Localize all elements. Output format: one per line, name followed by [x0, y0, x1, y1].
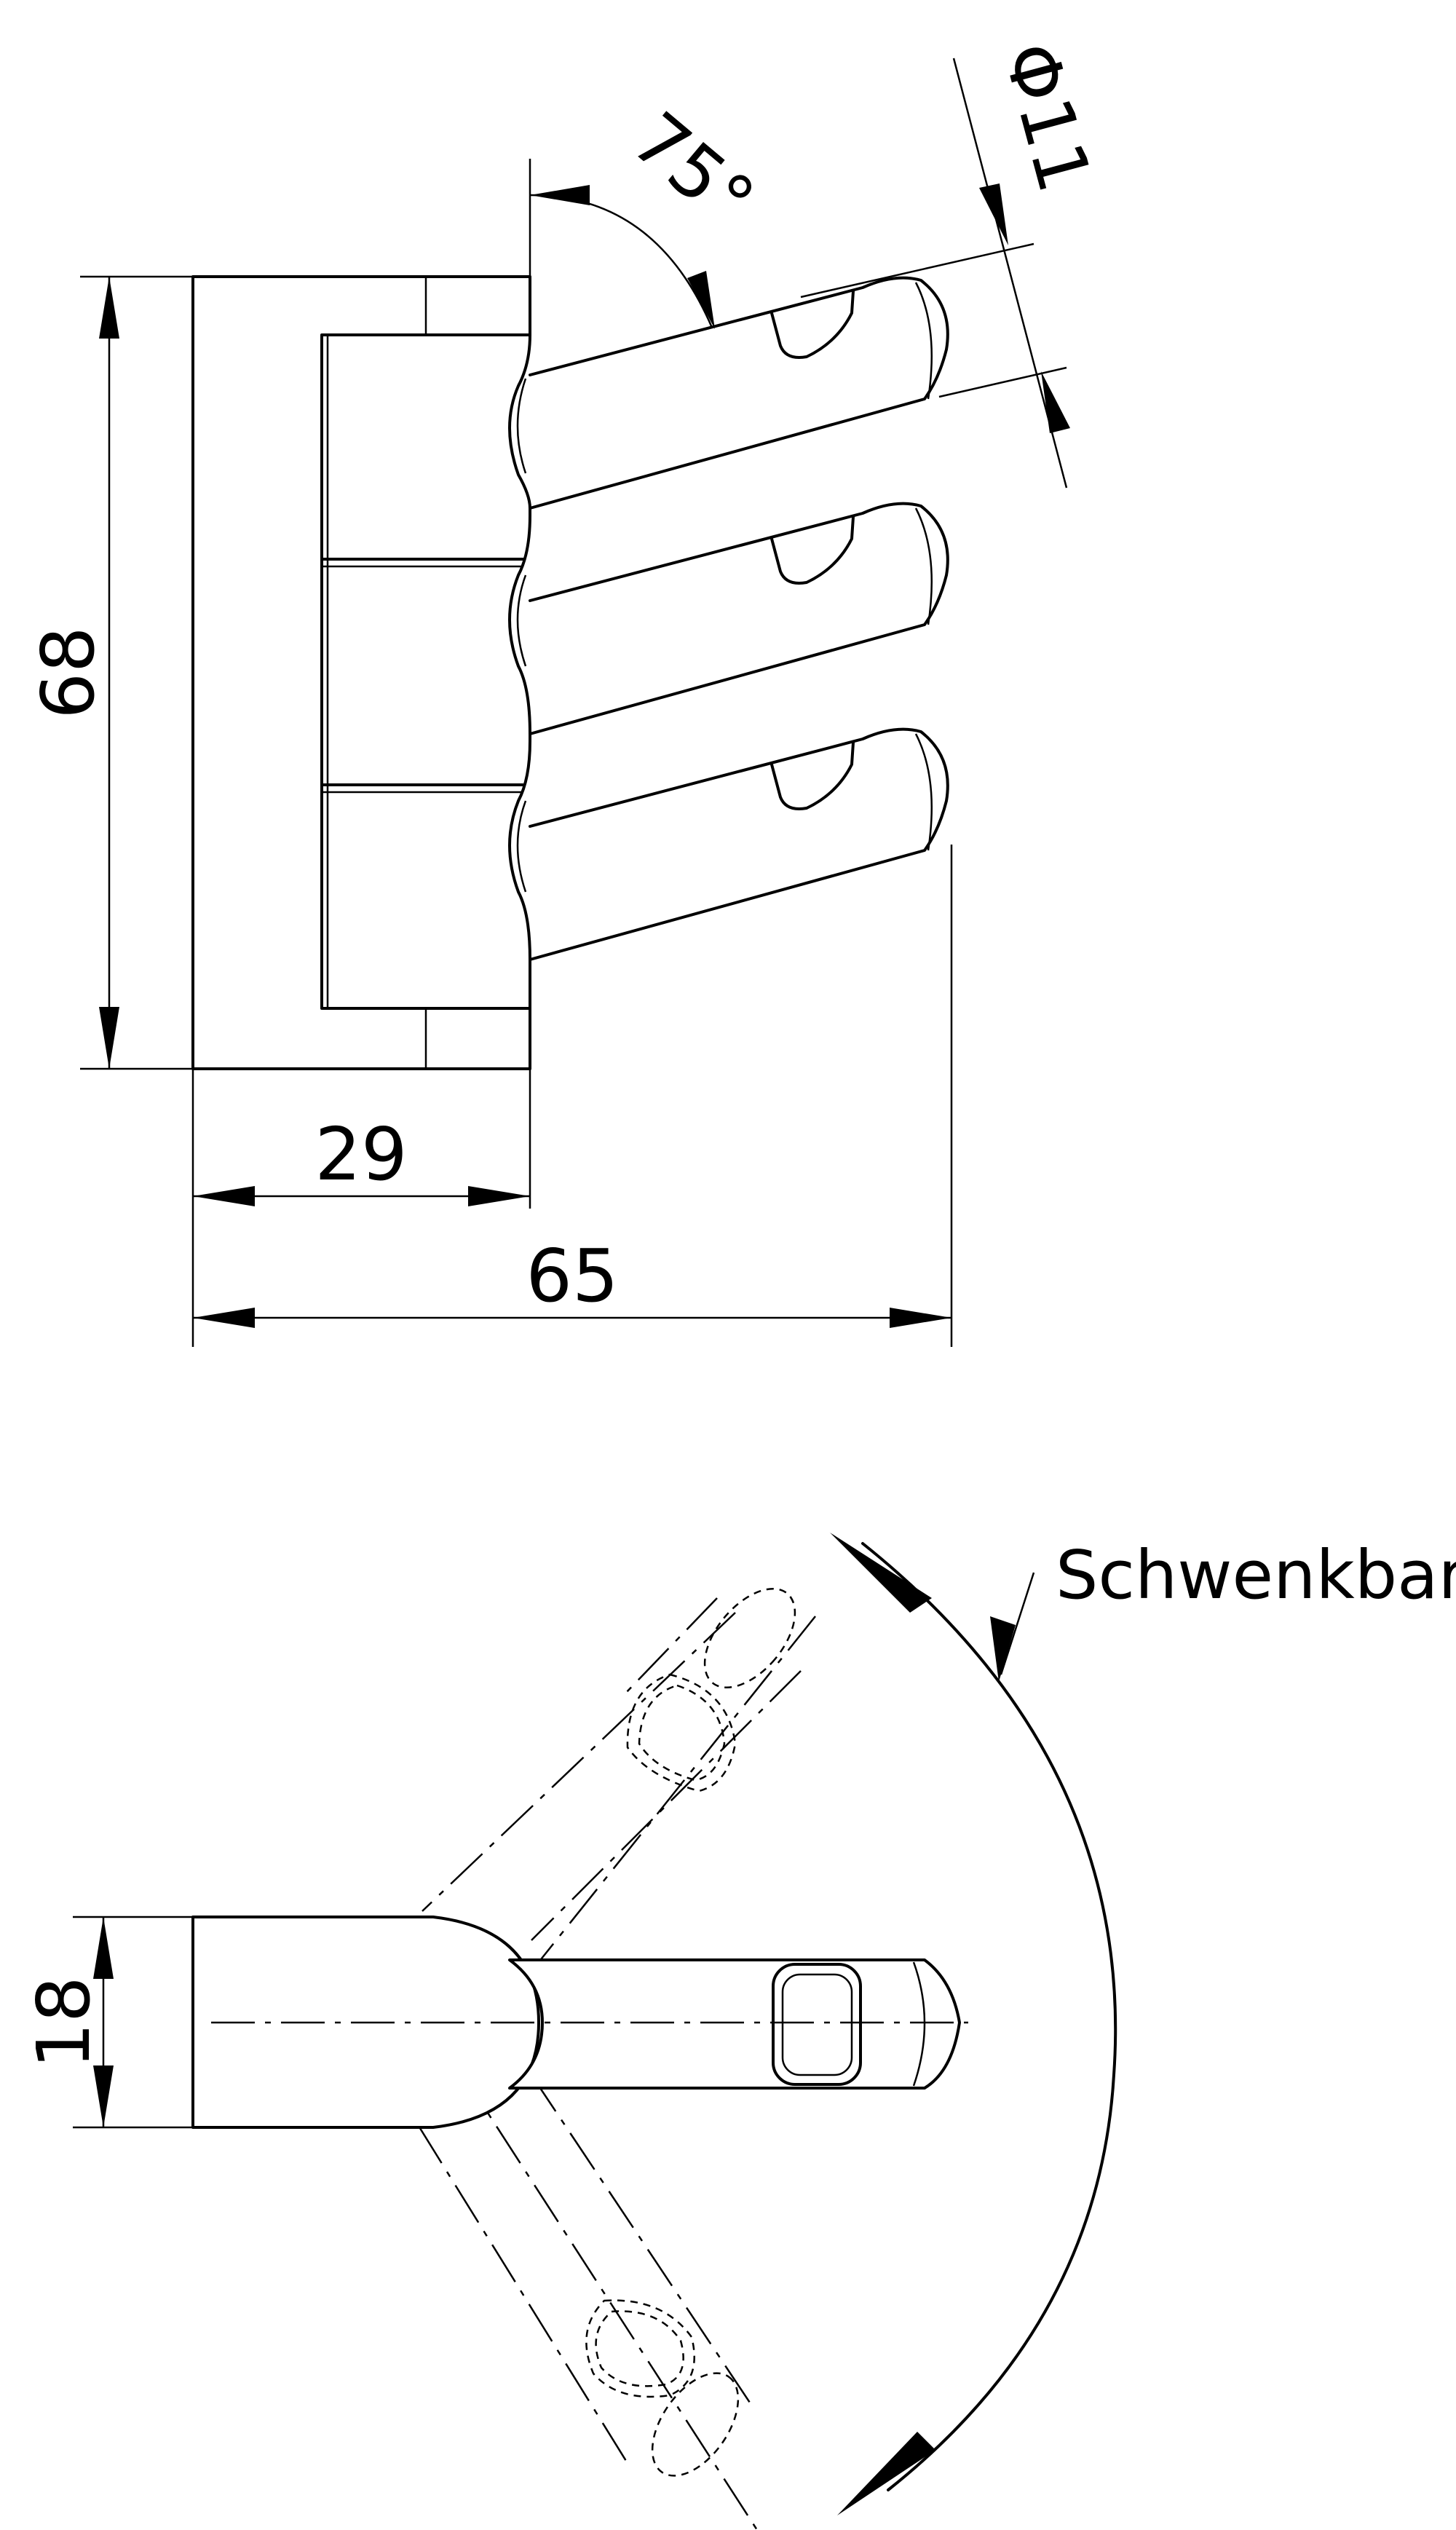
swivel-arrow-top: [830, 1533, 932, 1613]
hook-arm-3: [508, 727, 949, 1010]
dimension-angle: 75°: [529, 96, 770, 329]
hook-arm-2: [508, 502, 949, 735]
ghost-arm-lower: [417, 2067, 759, 2530]
swivel-label: Schwenkbar: [1056, 1536, 1456, 1614]
dimension-overall-depth: 65: [193, 845, 953, 1347]
ghost-arm-upper: [422, 1587, 816, 2017]
dimension-height-label: 68: [25, 626, 111, 719]
main-arm: [508, 1958, 961, 2090]
dimension-angle-label: 75°: [617, 96, 770, 245]
dimension-base-depth-label: 29: [314, 1112, 407, 1197]
top-view: 18 Schwenkbar: [21, 1533, 1456, 2530]
base-plate: [191, 275, 531, 1070]
dimension-width: 18: [21, 1916, 193, 2129]
dimension-width-label: 18: [21, 1976, 106, 2068]
dimension-overall-depth-label: 65: [526, 1233, 618, 1319]
side-view: 68 29 65 75°: [25, 33, 1107, 1347]
dimension-diameter-label: Φ11: [986, 33, 1107, 200]
dimension-base-depth: 29: [191, 1008, 531, 1347]
swivel-arrow-bottom: [837, 2432, 935, 2515]
dimension-height: 68: [25, 275, 193, 1070]
hook-arm-1: [508, 276, 949, 510]
swivel-arc: Schwenkbar: [830, 1533, 1456, 2515]
